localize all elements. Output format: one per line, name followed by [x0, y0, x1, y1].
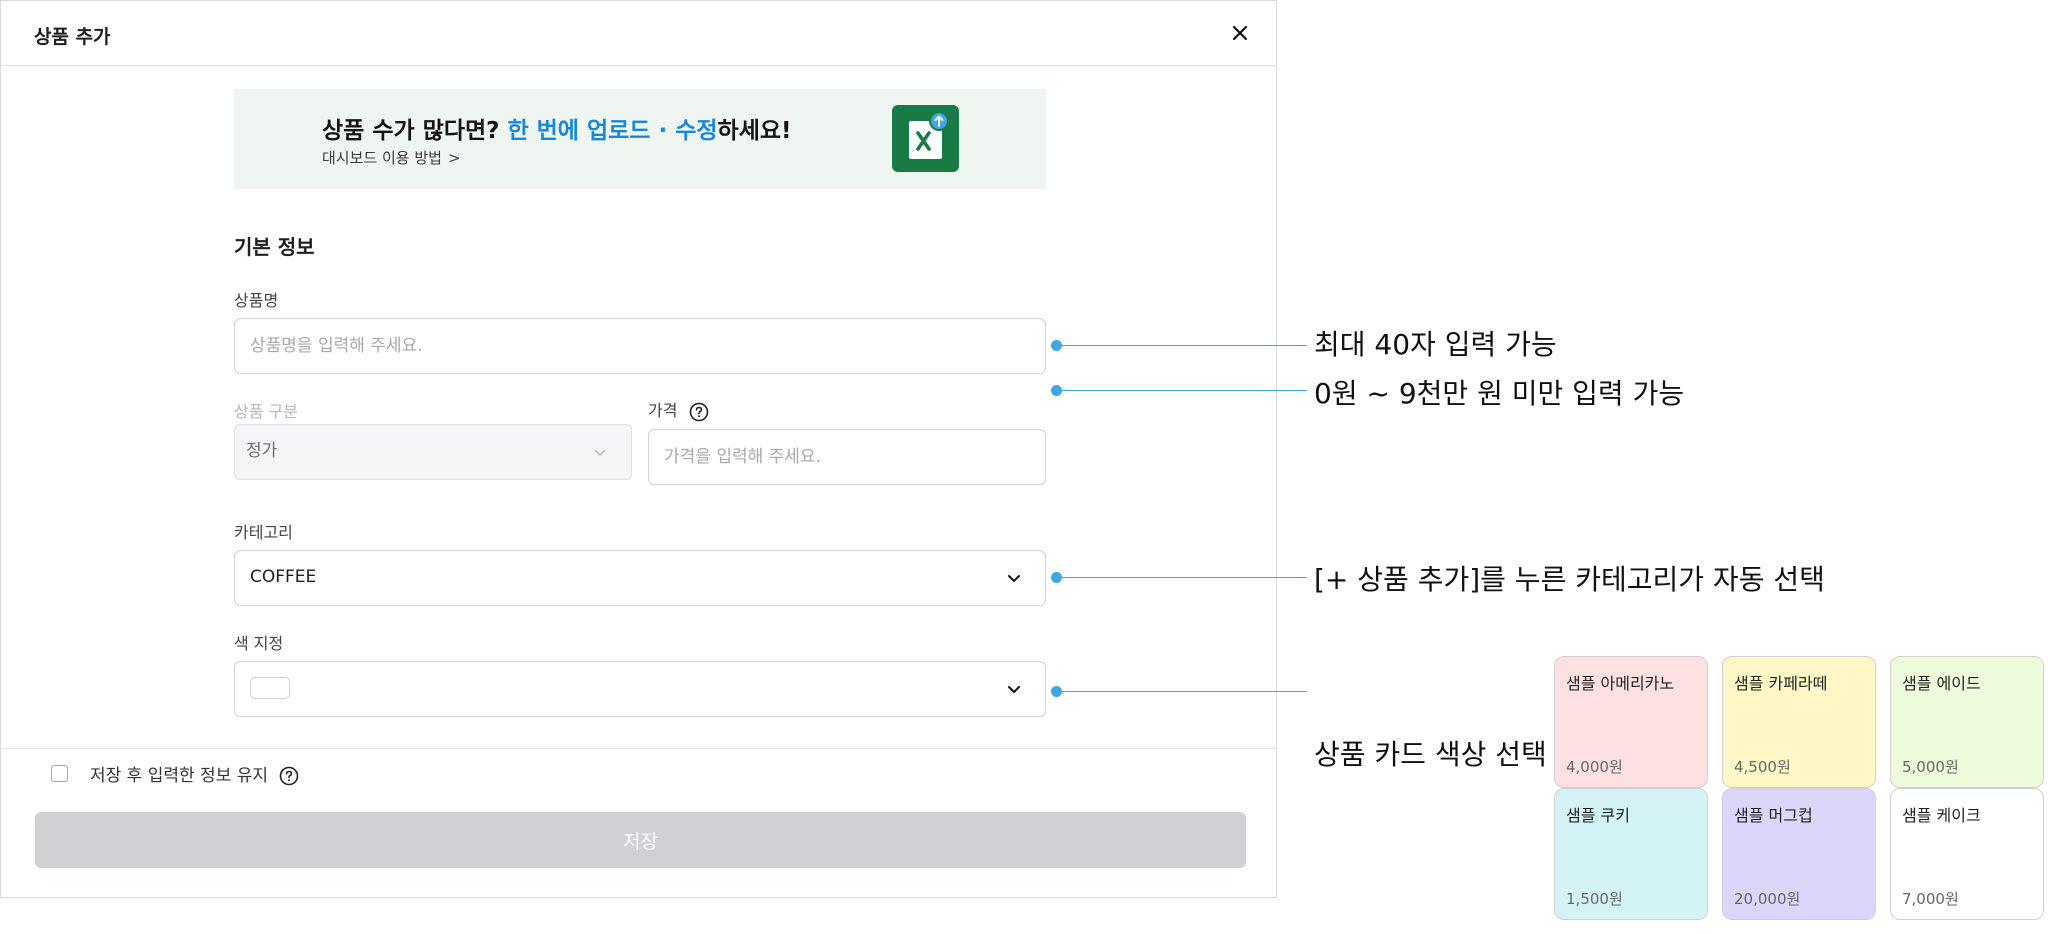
sample-card: 샘플 카페라떼 4,500원	[1722, 656, 1876, 788]
modal-title: 상품 추가	[34, 26, 111, 48]
price-label: 가격	[648, 397, 709, 422]
sample-card-price: 1,500원	[1566, 890, 1623, 908]
product-name-label: 상품명	[234, 291, 279, 310]
color-swatch	[250, 677, 290, 699]
product-name-input[interactable]	[234, 318, 1046, 374]
dashboard-guide-link[interactable]: 대시보드 이용 방법 >	[322, 147, 461, 168]
sample-card-price: 7,000원	[1902, 890, 1959, 908]
annotation-category-auto: [+ 상품 추가]를 누른 카테고리가 자동 선택	[1314, 563, 1825, 596]
banner-title-prefix: 상품 수가 많다면?	[322, 118, 508, 144]
bulk-upload-banner: 상품 수가 많다면? 한 번에 업로드 · 수정하세요! 대시보드 이용 방법 >	[234, 89, 1046, 189]
dashboard-guide-label: 대시보드 이용 방법	[322, 149, 442, 167]
sample-card-name: 샘플 케이크	[1902, 806, 1981, 825]
section-title-basic-info: 기본 정보	[234, 235, 315, 259]
excel-upload-icon[interactable]	[892, 105, 959, 172]
add-product-modal: 상품 추가 상품 수가 많다면? 한 번에 업로드 · 수정하세요! 대시보드 …	[0, 0, 1277, 898]
excel-sheet-icon	[909, 111, 949, 159]
product-type-select: 정가	[234, 424, 632, 480]
sample-card-price: 4,500원	[1734, 758, 1791, 776]
banner-title-suffix: 하세요!	[717, 118, 792, 144]
category-label: 카테고리	[234, 523, 293, 542]
annotation-dot	[1051, 572, 1062, 583]
annotation-line	[1057, 691, 1307, 692]
product-type-label: 상품 구분	[234, 402, 298, 421]
annotation-dot	[1051, 340, 1062, 351]
keep-info-text: 저장 후 입력한 정보 유지	[90, 766, 269, 786]
sample-card-name: 샘플 아메리카노	[1566, 674, 1675, 693]
close-button[interactable]	[1226, 19, 1254, 47]
sample-card: 샘플 쿠키 1,500원	[1554, 788, 1708, 920]
chevron-down-icon	[1008, 686, 1020, 693]
annotation-line	[1057, 577, 1307, 578]
color-select[interactable]	[234, 661, 1046, 717]
footer-divider	[1, 748, 1276, 749]
annotation-line	[1057, 345, 1307, 346]
category-value: COFFEE	[250, 567, 317, 587]
annotation-dot	[1051, 686, 1062, 697]
annotation-line	[1057, 390, 1307, 391]
sample-card: 샘플 아메리카노 4,000원	[1554, 656, 1708, 788]
price-label-text: 가격	[648, 401, 678, 420]
annotation-dot	[1051, 385, 1062, 396]
sample-card-price: 5,000원	[1902, 758, 1959, 776]
price-input[interactable]	[648, 429, 1046, 485]
annotation-price-limit: 0원 ~ 9천만 원 미만 입력 가능	[1314, 377, 1685, 410]
save-button[interactable]: 저장	[35, 812, 1246, 868]
sample-card-price: 4,000원	[1566, 758, 1623, 776]
help-icon[interactable]	[689, 402, 709, 422]
help-icon[interactable]	[279, 766, 299, 786]
keep-info-checkbox[interactable]	[51, 765, 68, 782]
sample-card: 샘플 케이크 7,000원	[1890, 788, 2044, 920]
sample-card: 샘플 에이드 5,000원	[1890, 656, 2044, 788]
sample-card-name: 샘플 에이드	[1902, 674, 1981, 693]
annotation-card-color: 상품 카드 색상 선택	[1314, 738, 1547, 771]
category-select[interactable]: COFFEE	[234, 550, 1046, 606]
sample-card-name: 샘플 머그컵	[1734, 806, 1813, 825]
modal-header: 상품 추가	[1, 1, 1276, 66]
banner-title-highlight: 한 번에 업로드 · 수정	[507, 118, 718, 144]
chevron-right-icon: >	[447, 149, 461, 167]
sample-card-price: 20,000원	[1734, 890, 1801, 908]
close-icon	[1232, 25, 1248, 41]
product-type-value: 정가	[246, 441, 278, 461]
chevron-down-icon	[1008, 575, 1020, 582]
color-label: 색 지정	[234, 634, 284, 653]
keep-info-label: 저장 후 입력한 정보 유지	[90, 761, 299, 786]
sample-card-name: 샘플 쿠키	[1566, 806, 1630, 825]
chevron-down-icon	[594, 449, 606, 457]
sample-card-name: 샘플 카페라떼	[1734, 674, 1828, 693]
banner-title: 상품 수가 많다면? 한 번에 업로드 · 수정하세요!	[322, 111, 792, 145]
sample-card: 샘플 머그컵 20,000원	[1722, 788, 1876, 920]
annotation-name-limit: 최대 40자 입력 가능	[1314, 328, 1557, 361]
